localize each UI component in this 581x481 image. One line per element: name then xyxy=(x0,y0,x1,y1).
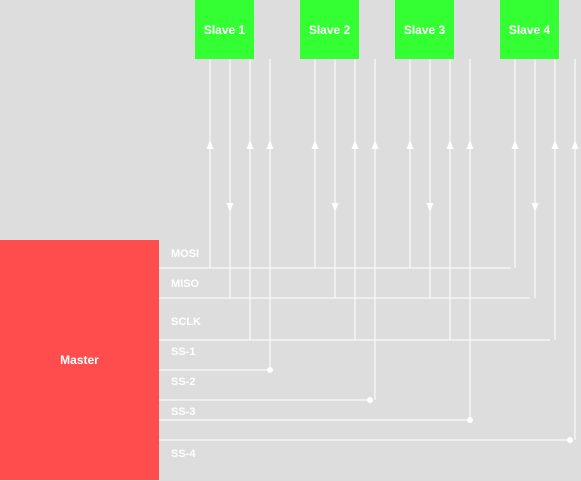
ss4-junction-dot xyxy=(567,437,573,443)
slave-4-label: Slave 4 xyxy=(508,22,551,37)
ss3-junction-dot xyxy=(467,417,473,423)
sclk-label: SCLK xyxy=(171,316,201,328)
slave-2-ss-arrow-icon xyxy=(371,140,379,149)
slave-1-mosi-arrow-icon xyxy=(206,140,214,149)
slave-3-box: Slave 3 xyxy=(395,0,454,59)
slave-2-label: Slave 2 xyxy=(308,22,351,37)
slave-4-ss-arrow-icon xyxy=(571,140,579,149)
slave-1-ss-arrow-icon xyxy=(266,140,274,149)
slave-1-miso-arrow-icon xyxy=(226,203,234,212)
slave-3-sclk-arrow-icon xyxy=(446,140,454,149)
slave-2-mosi-arrow-icon xyxy=(311,140,319,149)
ss1-label: SS-1 xyxy=(171,346,196,358)
slave-2-sclk-arrow-icon xyxy=(351,140,359,149)
slave-4-box: Slave 4 xyxy=(500,0,559,59)
slave-3-mosi-arrow-icon xyxy=(406,140,414,149)
slave-3-ss-arrow-icon xyxy=(466,140,474,149)
slave-1-box: Slave 1 xyxy=(195,0,254,59)
ss2-label: SS-2 xyxy=(171,376,196,388)
ss4-label: SS-4 xyxy=(171,448,196,460)
mosi-label: MOSI xyxy=(171,248,200,260)
slave-1-sclk-arrow-icon xyxy=(246,140,254,149)
slave-4-sclk-arrow-icon xyxy=(551,140,559,149)
slave-3-label: Slave 3 xyxy=(403,22,446,37)
slave-3-miso-arrow-icon xyxy=(426,203,434,212)
slave-1-label: Slave 1 xyxy=(203,22,246,37)
slave-2-miso-arrow-icon xyxy=(331,203,339,212)
master-box: Master xyxy=(0,240,159,480)
ss3-label: SS-3 xyxy=(171,406,196,418)
miso-label: MISO xyxy=(171,278,200,290)
master-label: Master xyxy=(60,353,99,367)
slave-4-miso-arrow-icon xyxy=(531,203,539,212)
slave-2-box: Slave 2 xyxy=(300,0,359,59)
ss2-junction-dot xyxy=(367,397,373,403)
slave-4-mosi-arrow-icon xyxy=(511,140,519,149)
ss1-junction-dot xyxy=(267,367,273,373)
